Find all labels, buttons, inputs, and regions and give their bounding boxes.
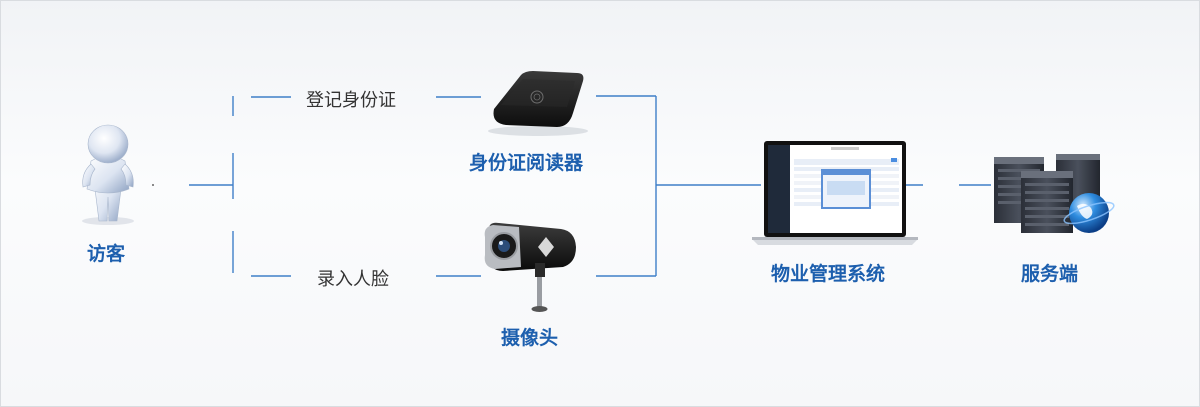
connector-lines [152, 95, 991, 277]
edge-label-enter-face: 录入人脸 [317, 269, 389, 290]
node-title-visitor: 访客 [87, 243, 126, 265]
webcam-on-stand-icon [484, 222, 576, 312]
server-rack-globe-icon [994, 154, 1115, 233]
edge-label-register-id: 登记身份证 [306, 90, 396, 111]
node-title-camera: 摄像头 [501, 327, 559, 349]
node-title-property-system: 物业管理系统 [771, 263, 886, 285]
person-figure-icon [82, 124, 134, 225]
node-title-server: 服务端 [1021, 263, 1079, 285]
laptop-app-icon [752, 141, 918, 245]
card-reader-device-icon [488, 71, 588, 136]
node-title-id-reader: 身份证阅读器 [469, 152, 584, 174]
